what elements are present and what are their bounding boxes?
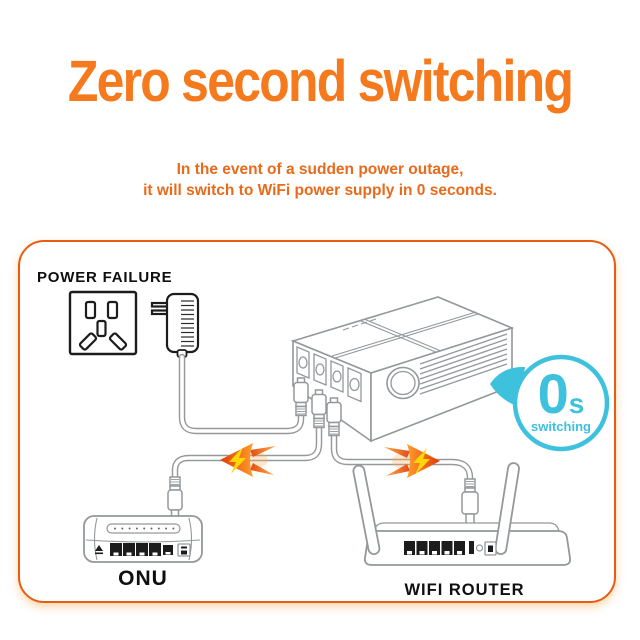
badge-zero-value: 0 [537, 361, 569, 425]
onu-label: ONU [118, 567, 168, 590]
power-adapter-icon [150, 292, 200, 358]
power-socket-icon [68, 290, 138, 356]
dc-plug-icon [167, 476, 183, 521]
onu-device-icon [83, 515, 203, 563]
dc-plug-icon [461, 478, 479, 526]
subtitle-line-1: In the event of a sudden power outage, [176, 161, 464, 178]
page-subtitle: In the event of a sudden power outage, i… [0, 159, 640, 201]
badge-unit: s [568, 387, 585, 419]
lightning-bolt-icon [413, 448, 430, 475]
wifi-router-label: WIFI ROUTER [404, 581, 525, 599]
zero-seconds-badge-icon [490, 354, 610, 452]
ups-device-icon [290, 296, 515, 443]
wifi-router-icon [352, 462, 572, 566]
page-title: Zero second switching [67, 49, 574, 114]
badge-caption: switching [531, 419, 591, 435]
power-flow-arrow-icon [384, 444, 440, 478]
lightning-bolt-icon [229, 447, 246, 474]
dc-plug-icon [293, 377, 342, 437]
subtitle-line-2: it will switch to WiFi power supply in 0… [143, 182, 497, 199]
zero-seconds-badge: 0 s switching [515, 358, 607, 446]
power-failure-label: POWER FAILURE [37, 269, 173, 286]
power-flow-arrow-icon [220, 443, 276, 477]
